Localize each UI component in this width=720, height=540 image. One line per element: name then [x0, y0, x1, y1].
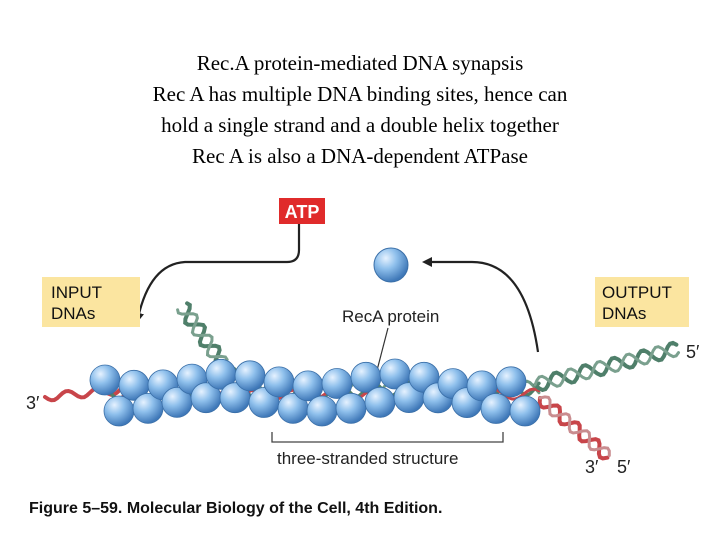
figure-caption: Figure 5–59. Molecular Biology of the Ce…	[29, 500, 442, 518]
output-box	[595, 277, 689, 327]
reca-protein-label: RecA protein	[342, 307, 439, 326]
caption-source: Molecular Biology of the Cell, 4th Editi…	[126, 500, 443, 517]
input-dnas-badge: INPUT DNAs	[42, 277, 140, 327]
structure-label: three-stranded structure	[277, 449, 458, 468]
reca-monomer-sphere	[364, 386, 396, 418]
output-hetero-strand-green	[538, 395, 611, 457]
reca-monomer-sphere	[234, 360, 266, 392]
label-right-bottom-5prime: 5′	[617, 457, 631, 477]
output-label-line-2: DNAs	[602, 304, 646, 323]
reca-monomer-sphere	[495, 366, 527, 398]
output-duplex-strand-b	[533, 345, 680, 388]
output-dnas-badge: OUTPUT DNAs	[595, 277, 689, 327]
reca-filament	[89, 358, 541, 427]
reca-monomer-sphere	[263, 366, 295, 398]
atp-box	[279, 198, 325, 224]
structure-bracket: three-stranded structure	[271, 432, 504, 468]
input-label-line-2: DNAs	[51, 304, 95, 323]
output-label-line-1: OUTPUT	[602, 283, 672, 302]
title-line-3: hold a single strand and a double helix …	[161, 113, 559, 137]
reaction-arrows	[134, 224, 540, 379]
atp-badge: ATP	[279, 198, 325, 224]
output-hetero-strand-red	[537, 396, 610, 461]
free-reca-protein	[373, 247, 409, 283]
input-box	[42, 277, 140, 327]
label-right-bottom-3prime: 3′	[585, 457, 599, 477]
title-line-1: Rec.A protein-mediated DNA synapsis	[196, 51, 524, 75]
label-right-top-5prime: 5′	[686, 342, 700, 362]
caption-figure-number: Figure 5–59.	[29, 500, 123, 517]
title-line-4: Rec A is also a DNA-dependent ATPase	[192, 144, 528, 168]
reca-monomer-sphere	[306, 395, 338, 427]
atp-label: ATP	[285, 202, 320, 222]
reca-monomer-sphere	[480, 393, 512, 424]
input-label-line-1: INPUT	[51, 283, 102, 302]
recycle-arrow	[422, 257, 540, 353]
reca-monomer-sphere	[103, 395, 135, 427]
slide-title: Rec.A protein-mediated DNA synapsis Rec …	[0, 48, 720, 172]
reca-monomer-sphere	[335, 392, 367, 424]
output-duplex-strand-a	[533, 340, 679, 393]
title-line-2: Rec A has multiple DNA binding sites, he…	[152, 82, 568, 106]
reca-monomer-sphere	[509, 395, 541, 427]
reca-monomer-sphere	[89, 364, 121, 396]
atp-arrow	[134, 224, 301, 323]
label-left-3prime: 3′	[26, 393, 40, 413]
